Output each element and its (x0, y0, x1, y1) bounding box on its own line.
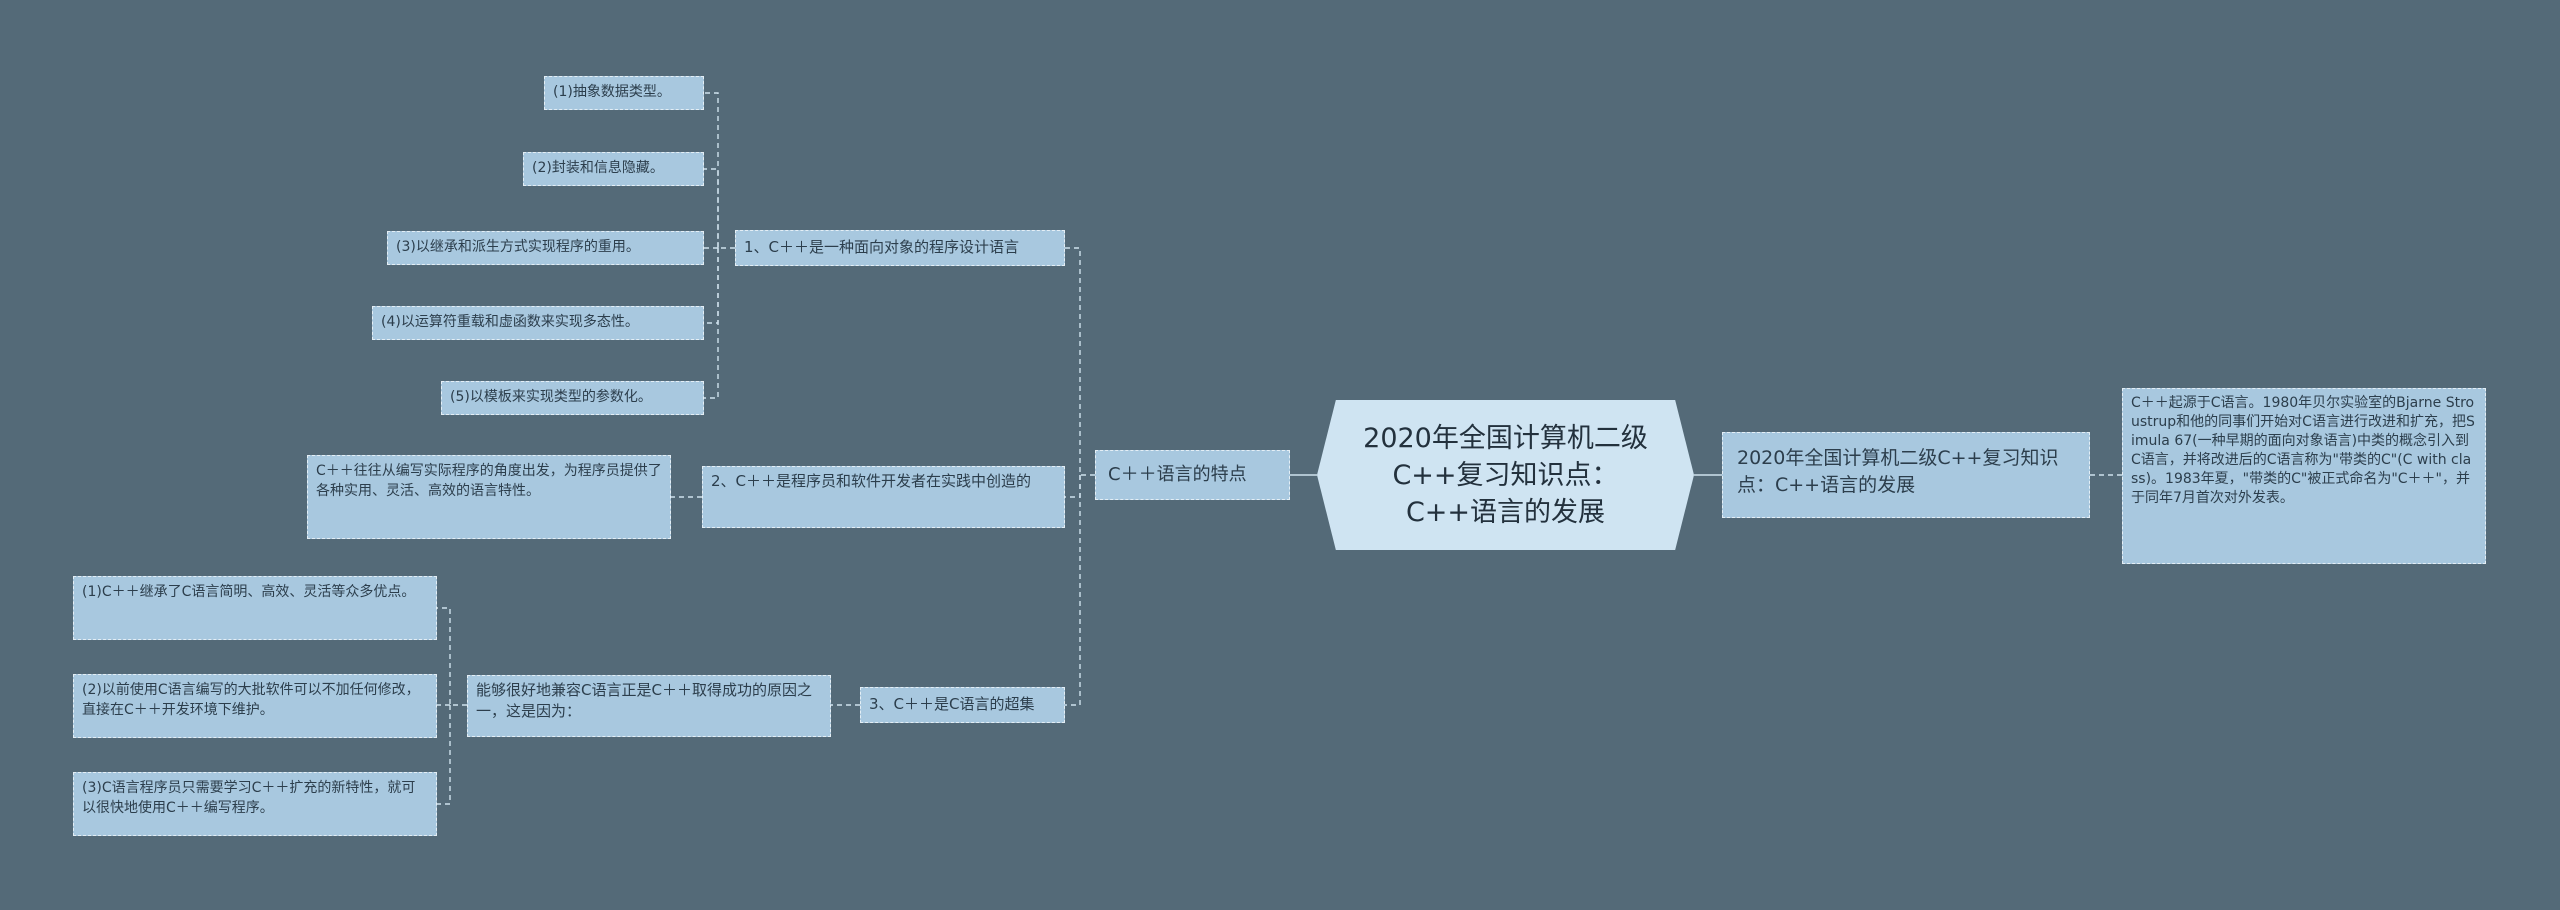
connector-l1-item3 (1065, 475, 1081, 706)
left-branch-label: C＋＋语言的特点 (1108, 464, 1247, 485)
feature-3-child-2-label: (2)以前使用C语言编写的大批软件可以不加任何修改，直接在C＋＋开发环境下维护。 (82, 682, 420, 718)
root-title: 2020年全国计算机二级C++复习知识点：C++语言的发展 (1363, 422, 1648, 528)
feature-1-child-1[interactable]: (1)抽象数据类型。 (544, 76, 704, 110)
connector-item1-c5 (704, 248, 719, 399)
feature-1-child-4-label: (4)以运算符重载和虚函数来实现多态性。 (381, 314, 639, 330)
feature-3-child-1-label: (1)C＋＋继承了C语言简明、高效、灵活等众多优点。 (82, 584, 416, 600)
right-branch-label: 2020年全国计算机二级C++复习知识点：C++语言的发展 (1737, 447, 2059, 496)
feature-3-reason[interactable]: 能够很好地兼容C语言正是C＋＋取得成功的原因之一，这是因为： (467, 675, 831, 737)
feature-item-2[interactable]: 2、C＋＋是程序员和软件开发者在实践中创造的 (702, 466, 1065, 528)
feature-1-child-1-label: (1)抽象数据类型。 (553, 84, 671, 100)
feature-1-child-5[interactable]: (5)以模板来实现类型的参数化。 (441, 381, 704, 415)
connector-item1-c1 (704, 92, 735, 249)
feature-3-child-3[interactable]: (3)C语言程序员只需要学习C＋＋扩充的新特性，就可以很快地使用C＋＋编写程序。 (73, 772, 437, 836)
feature-2-child-1-label: C＋＋往往从编写实际程序的角度出发，为程序员提供了各种实用、灵活、高效的语言特性… (316, 463, 662, 499)
connector-sub-c1 (437, 607, 467, 706)
right-detail-note[interactable]: C＋＋起源于C语言。1980年贝尔实验室的Bjarne Stroustrup和他… (2122, 388, 2486, 564)
connector-item1-c2 (704, 168, 719, 248)
feature-1-child-3-label: (3)以继承和派生方式实现程序的重用。 (396, 239, 640, 255)
feature-item-1-label: 1、C＋＋是一种面向对象的程序设计语言 (744, 238, 1020, 256)
feature-3-child-2[interactable]: (2)以前使用C语言编写的大批软件可以不加任何修改，直接在C＋＋开发环境下维护。 (73, 674, 437, 738)
connector-sub-c3 (437, 705, 451, 805)
feature-item-1[interactable]: 1、C＋＋是一种面向对象的程序设计语言 (735, 230, 1065, 266)
feature-3-reason-label: 能够很好地兼容C语言正是C＋＋取得成功的原因之一，这是因为： (476, 681, 812, 720)
feature-item-3-label: 3、C＋＋是C语言的超集 (869, 695, 1035, 713)
feature-1-child-2[interactable]: (2)封装和信息隐藏。 (523, 152, 704, 186)
feature-item-2-label: 2、C＋＋是程序员和软件开发者在实践中创造的 (711, 472, 1032, 490)
feature-1-child-3[interactable]: (3)以继承和派生方式实现程序的重用。 (387, 231, 704, 265)
feature-item-3[interactable]: 3、C＋＋是C语言的超集 (860, 687, 1065, 723)
right-detail-text: C＋＋起源于C语言。1980年贝尔实验室的Bjarne Stroustrup和他… (2131, 395, 2475, 506)
left-branch-topic[interactable]: C＋＋语言的特点 (1095, 450, 1290, 500)
feature-3-child-3-label: (3)C语言程序员只需要学习C＋＋扩充的新特性，就可以很快地使用C＋＋编写程序。 (82, 780, 416, 816)
connector-item1-c4 (704, 248, 719, 324)
feature-1-child-5-label: (5)以模板来实现类型的参数化。 (450, 389, 652, 405)
feature-1-child-2-label: (2)封装和信息隐藏。 (532, 160, 664, 176)
root-topic[interactable]: 2020年全国计算机二级C++复习知识点：C++语言的发展 (1317, 400, 1694, 550)
connector-l1-item1 (1065, 247, 1095, 476)
connector-l1-item2 (1065, 475, 1081, 498)
right-branch-topic[interactable]: 2020年全国计算机二级C++复习知识点：C++语言的发展 (1722, 432, 2090, 518)
feature-3-child-1[interactable]: (1)C＋＋继承了C语言简明、高效、灵活等众多优点。 (73, 576, 437, 640)
feature-1-child-4[interactable]: (4)以运算符重载和虚函数来实现多态性。 (372, 306, 704, 340)
feature-2-child-1[interactable]: C＋＋往往从编写实际程序的角度出发，为程序员提供了各种实用、灵活、高效的语言特性… (307, 455, 671, 539)
